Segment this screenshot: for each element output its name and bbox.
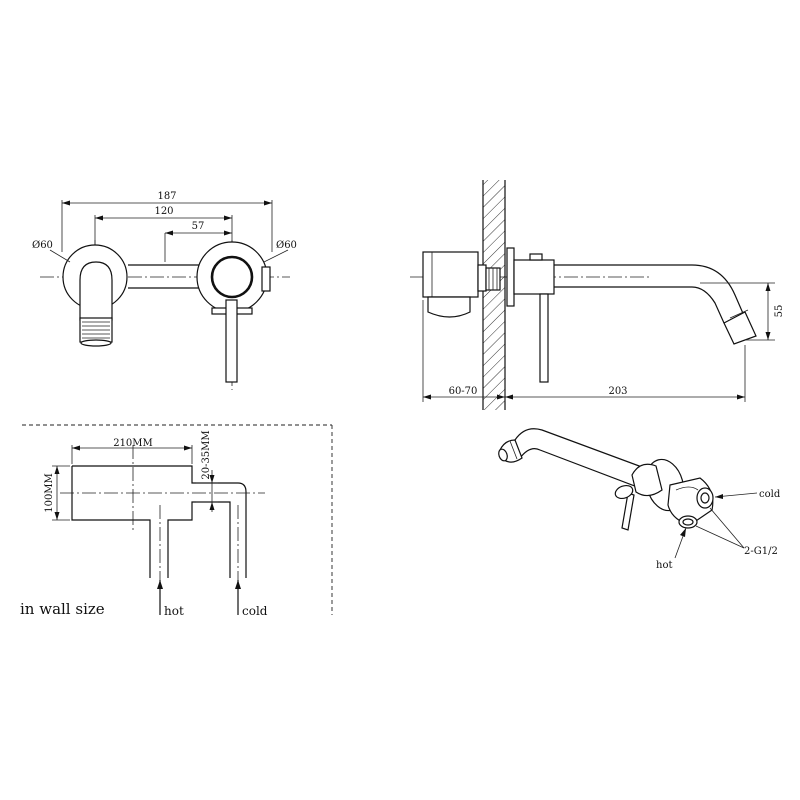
dimension-box-height-label: 100MM bbox=[44, 473, 55, 513]
right-diameter-label: Ø60 bbox=[276, 240, 297, 251]
dimension-center-distance-label: 120 bbox=[154, 206, 173, 217]
iso-hot-label: hot bbox=[656, 560, 672, 571]
dimension-box-depth-label: 20-35MM bbox=[201, 430, 212, 479]
iso-thread-label: 2-G1/2 bbox=[744, 546, 778, 557]
wall-section bbox=[483, 180, 505, 410]
in-wall-caption: in wall size bbox=[20, 600, 105, 618]
spout-front bbox=[79, 261, 113, 347]
dimension-overall-width-label: 187 bbox=[157, 191, 176, 202]
dimension-offset-label: 57 bbox=[192, 221, 205, 232]
in-wall-size-view: 210MM 100MM 20-35MM hot bbox=[20, 424, 333, 618]
dimension-overall-width: 187 bbox=[62, 191, 272, 206]
in-wall-hot-label: hot bbox=[164, 604, 184, 618]
side-view: 55 60-70 203 bbox=[410, 180, 785, 410]
dimension-spout-length-label: 203 bbox=[608, 386, 627, 397]
dimension-box-depth: 20-35MM bbox=[196, 430, 218, 512]
handle-front bbox=[210, 255, 254, 383]
dimension-spout-height: 55 bbox=[700, 282, 785, 341]
valve-body-side bbox=[422, 251, 501, 318]
dimension-spout-height-label: 55 bbox=[774, 305, 785, 318]
in-wall-cold-label: cold bbox=[242, 604, 268, 618]
front-view: 187 120 57 bbox=[32, 191, 297, 390]
handle-side bbox=[539, 293, 549, 383]
left-diameter-label: Ø60 bbox=[32, 240, 53, 251]
dimension-offset: 57 bbox=[165, 221, 232, 236]
dimension-center-distance: 120 bbox=[95, 206, 232, 221]
cold-inlet-arrow: cold bbox=[235, 580, 268, 618]
iso-handle bbox=[621, 492, 635, 531]
hot-inlet-arrow: hot bbox=[157, 580, 184, 618]
dimension-wall-depth: 60-70 bbox=[423, 386, 505, 400]
spout-side bbox=[554, 264, 757, 345]
dimension-spout-length: 203 bbox=[505, 386, 745, 400]
isometric-view: cold hot 2-G1/2 bbox=[498, 428, 781, 571]
dimension-wall-depth-label: 60-70 bbox=[449, 386, 478, 397]
dimension-box-width-label: 210MM bbox=[113, 438, 153, 449]
dimension-box-height: 100MM bbox=[44, 465, 70, 521]
dimension-box-width: 210MM bbox=[71, 438, 193, 464]
iso-cold-label: cold bbox=[759, 489, 781, 500]
